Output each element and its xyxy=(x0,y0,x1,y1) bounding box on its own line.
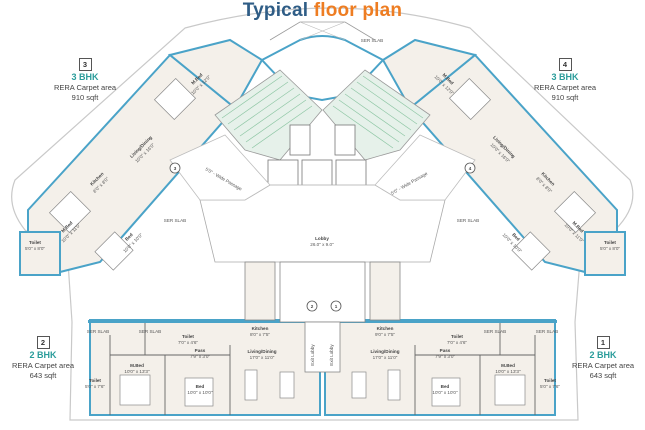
title-part-2: floor plan xyxy=(313,0,403,21)
ser-slab-br2: SER SLAB xyxy=(536,329,558,334)
bed-right-size: 10'0" x 10'0" xyxy=(432,390,458,395)
unit-1-area-label: RERA Carpet area xyxy=(571,361,635,370)
toilet-left2-size: 7'0" x 4'6" xyxy=(178,340,198,345)
unit-4-area: 910 sqft xyxy=(551,93,579,102)
site-outline xyxy=(11,7,634,421)
passages xyxy=(169,134,476,201)
entry-3-marker: 3 xyxy=(174,166,177,171)
living-right-label: Living/Dining xyxy=(370,349,399,354)
exit-lobby-right-label: Exit Lobby xyxy=(329,344,334,366)
entry-1-marker: 1 xyxy=(335,304,338,309)
mbed-left-label: M.Bed xyxy=(130,363,144,368)
ser-slab-bl: SER SLAB xyxy=(87,329,109,334)
kitchen-right-label: Kitchen xyxy=(377,326,394,331)
unit-4-bhk: 3 BHK xyxy=(551,72,579,82)
unit-2-info: 2 2 BHK RERA Carpet area 643 sqft xyxy=(0,336,98,381)
toilet-right-size: 5'0" x 7'6" xyxy=(540,384,560,389)
pass-right-label: Pass xyxy=(440,348,451,353)
unit-3-number: 3 xyxy=(78,58,92,71)
page-title: Typical floor plan xyxy=(0,0,645,22)
entry-4-marker: 4 xyxy=(469,166,472,171)
furniture xyxy=(48,77,597,407)
pass-left-label: Pass xyxy=(195,348,206,353)
toilet-tr-label: Toilet xyxy=(604,240,616,245)
unit-2-area-label: RERA Carpet area xyxy=(11,361,75,370)
bottom-block xyxy=(88,261,557,416)
unit-2-bhk: 2 BHK xyxy=(29,350,57,360)
kitchen-left-label: Kitchen xyxy=(252,326,269,331)
living-right-size: 17'0" x 11'0" xyxy=(373,355,398,360)
living-left-size: 17'0" x 11'0" xyxy=(250,355,275,360)
toilet-tl-size: 5'0" x 8'0" xyxy=(25,246,45,251)
unit-1-number: 1 xyxy=(596,336,610,349)
mbed-left-size: 10'0" x 13'3" xyxy=(124,369,150,374)
unit-2-area: 643 sqft xyxy=(29,371,57,380)
kitchen-right-size: 9'0" x 7'5" xyxy=(375,332,395,337)
bed-right-label: Bed xyxy=(441,384,450,389)
lobby-label: Lobby xyxy=(315,236,329,241)
bed-mr-label: Bed xyxy=(511,232,521,242)
ser-slab-ml: SER SLAB xyxy=(164,218,186,223)
unit-1-area: 643 sqft xyxy=(589,371,617,380)
unit-3-info: 3 3 BHK RERA Carpet area 910 sqft xyxy=(30,58,140,103)
bed-left-label: Bed xyxy=(196,384,205,389)
mbed-right-label: M.Bed xyxy=(501,363,515,368)
unit-3-area: 910 sqft xyxy=(71,93,99,102)
toilet-tl-label: Toilet xyxy=(29,240,41,245)
bed-left-size: 10'0" x 10'0" xyxy=(187,390,213,395)
title-part-1: Typical xyxy=(242,0,309,21)
entry-2-marker: 2 xyxy=(311,304,314,309)
kitchen-left-size: 8'0" x 7'5" xyxy=(250,332,270,337)
ser-slab-br: SER SLAB xyxy=(484,329,506,334)
unit-3-area-label: RERA Carpet area xyxy=(53,83,117,92)
unit-4-number: 4 xyxy=(558,58,572,71)
pass-right-size: 7'9" x 3'0" xyxy=(435,354,455,359)
toilet-left-label: Toilet xyxy=(89,378,101,383)
toilet-left-size: 5'0" x 7'6" xyxy=(85,384,105,389)
toilet-left2-label: Toilet xyxy=(182,334,194,339)
interior-walls xyxy=(109,323,536,415)
unit-1-bhk: 2 BHK xyxy=(589,350,617,360)
bed-ml-label: Bed xyxy=(124,232,134,242)
toilet-right2-label: Toilet xyxy=(451,334,463,339)
exit-lobby-left-label: Exit Lobby xyxy=(310,344,315,366)
ser-slab-bl2: SER SLAB xyxy=(139,329,161,334)
unit-3-bhk: 3 BHK xyxy=(71,72,99,82)
entry-markers: 3 4 2 1 xyxy=(169,162,476,312)
ser-slab-top: SER SLAB xyxy=(361,38,383,43)
toilet-right2-size: 7'0" x 4'6" xyxy=(447,340,467,345)
toilet-tr-size: 5'0" x 8'0" xyxy=(600,246,620,251)
mbed-right-size: 10'0" x 13'3" xyxy=(495,369,521,374)
lobby-size: 26.0" x 9.0" xyxy=(310,242,334,247)
living-left-label: Living/Dining xyxy=(247,349,276,354)
pass-left-size: 7'9" x 3'0" xyxy=(190,354,210,359)
ser-slab-mr: SER SLAB xyxy=(457,218,479,223)
unit-2-number: 2 xyxy=(36,336,50,349)
unit-1-info: 1 2 BHK RERA Carpet area 643 sqft xyxy=(548,336,645,381)
unit-4-area-label: RERA Carpet area xyxy=(533,83,597,92)
toilet-right-label: Toilet xyxy=(544,378,556,383)
unit-4-info: 4 3 BHK RERA Carpet area 910 sqft xyxy=(510,58,620,103)
